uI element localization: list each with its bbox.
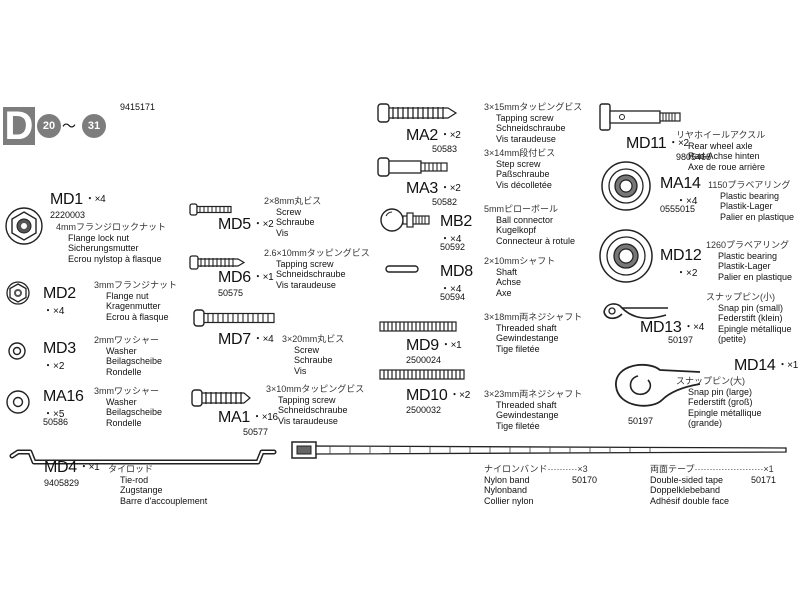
part-desc-md13: スナップピン(小) Snap pin (small) Federstift (k… — [706, 292, 792, 344]
part-desc-md6: 2.6×10mmタッピングビス Tapping screw Schneidsch… — [264, 248, 370, 290]
flange-lock-nut-icon — [5, 207, 43, 245]
part-number-md4: 9405829 — [44, 478, 80, 488]
part-qty-md3: ・×2 — [43, 361, 65, 372]
washer-small-icon — [8, 342, 26, 360]
part-qty-ma14: ・×4 — [676, 196, 698, 207]
part-desc-md1: 4mmフランジロックナット Flange lock nut Sicherungs… — [56, 222, 167, 264]
part-number-ma3: 50582 — [432, 197, 458, 207]
screw-2x8-icon — [189, 203, 232, 216]
part-number-ma16: 50586 — [43, 417, 69, 427]
part-desc-md12: 1260プラベアリング Plastic bearing Plastik-Lage… — [706, 240, 793, 282]
shaft-icon — [385, 265, 419, 273]
tapping-screw-3x10-icon — [191, 389, 251, 407]
part-code-ma14: MA14 — [660, 175, 701, 192]
step-from-badge: 20 — [37, 114, 61, 138]
part-desc-md5: 2×8mm丸ビス Screw Schraube Vis — [264, 196, 322, 238]
part-desc-md14: スナップピン(大) Snap pin (large) Federstift (g… — [676, 376, 762, 428]
part-number-md8: 50594 — [440, 292, 466, 302]
part-code-md3: MD3 — [43, 340, 76, 357]
part-desc-ma16: 3mmワッシャー Washer Beilagscheibe Rondelle — [94, 386, 163, 428]
part-desc-md11: リヤホイールアクスル Rear wheel axle Rad-Achse hin… — [676, 130, 766, 172]
part-code-md6: MD6・×1 — [218, 269, 274, 286]
part-number-ma14: 0555015 — [660, 204, 696, 214]
part-qty-md2: ・×4 — [43, 306, 65, 317]
part-code-md4: MD4・×1 — [44, 459, 100, 476]
part-number-ma2: 50583 — [432, 144, 458, 154]
part-desc-md2: 3mmフランジナット Flange nut Kragenmutter Ecrou… — [94, 280, 177, 322]
part-number-nylon-band: 50170 — [572, 475, 598, 485]
step-range-tilde: 〜 — [62, 118, 76, 134]
part-desc-md3: 2mmワッシャー Washer Beilagscheibe Rondelle — [94, 335, 163, 377]
part-desc-ma1: 3×10mmタッピングビス Tapping screw Schneidschra… — [266, 384, 365, 426]
part-code-md10: MD10・×2 — [406, 387, 470, 404]
part-qty-md12: ・×2 — [676, 268, 698, 279]
step-to-badge: 31 — [82, 114, 106, 138]
nylon-band-icon — [291, 441, 787, 459]
part-desc-mb2: 5mmピローボール Ball connector Kugelkopf Conne… — [484, 204, 576, 246]
part-code-md2: MD2 — [43, 285, 76, 302]
rear-wheel-axle-icon — [599, 103, 681, 131]
screw-3x20-icon — [193, 309, 275, 327]
part-desc-nylon-band: ナイロンバンド··········×3 Nylon band Nylonband… — [484, 464, 588, 506]
threaded-shaft-3x18-icon — [379, 321, 457, 332]
part-desc-md4: タイロッド Tie-rod Zugstange Barre d'accouple… — [108, 464, 208, 506]
part-number-md9: 2500024 — [406, 355, 442, 365]
snap-pin-small-icon — [603, 303, 668, 320]
part-desc-md10: 3×23mm両ネジシャフト Threaded shaft Gewindestan… — [484, 389, 583, 431]
part-number-md14: 50197 — [628, 416, 654, 426]
part-number-md11: 9805468 — [676, 152, 712, 162]
part-code-ma2: MA2・×2 — [406, 127, 461, 144]
part-number-md10: 2500032 — [406, 405, 442, 415]
part-code-md14: MD14・×1 — [734, 357, 798, 374]
part-code-mb2: MB2 — [440, 213, 472, 230]
part-desc-tape: 両面テープ·······················×1 Double-si… — [650, 464, 774, 506]
part-code-md11: MD11・×2 — [626, 135, 689, 152]
part-number-md13: 50197 — [668, 335, 694, 345]
part-code-ma1: MA1・×16 — [218, 409, 278, 426]
tapping-screw-3x15-icon — [377, 103, 458, 123]
washer-icon — [6, 390, 30, 414]
part-number-md6: 50575 — [218, 288, 244, 298]
tapping-screw-2-6x10-icon — [189, 255, 246, 270]
part-code-md7: MD7・×4 — [218, 331, 274, 348]
part-code-md1: MD1・×4 — [50, 191, 106, 208]
plastic-bearing-1150-icon — [601, 161, 651, 211]
flange-nut-icon — [6, 281, 30, 305]
part-number-mb2: 50592 — [440, 242, 466, 252]
part-code-md12: MD12 — [660, 247, 702, 264]
part-qty-ma16: ・×5 — [43, 409, 65, 420]
part-qty-mb2: ・×4 — [440, 234, 462, 245]
step-screw-icon — [377, 157, 448, 177]
part-number-tape: 50171 — [751, 475, 777, 485]
tie-rod-icon — [9, 449, 277, 465]
part-code-md8: MD8 — [440, 263, 473, 280]
part-code-md5: MD5・×2 — [218, 216, 274, 233]
part-desc-ma14: 1150プラベアリング Plastic bearing Plastik-Lage… — [708, 180, 795, 222]
part-desc-md8: 2×10mmシャフト Shaft Achse Axe — [484, 256, 556, 298]
part-code-ma3: MA3・×2 — [406, 180, 461, 197]
part-desc-ma2: 3×15mmタッピングビス Tapping screw Schneidschra… — [484, 102, 583, 144]
snap-pin-large-icon — [615, 363, 701, 407]
part-number-md1: 2220003 — [50, 210, 86, 220]
part-desc-ma3: 3×14mm段付ビス Step screw Paßschraube Vis dé… — [484, 148, 556, 190]
threaded-shaft-3x23-icon — [379, 369, 465, 380]
part-qty-md8: ・×4 — [440, 284, 462, 295]
plastic-bearing-1260-icon — [599, 229, 653, 283]
part-code-ma16: MA16 — [43, 388, 84, 405]
part-code-md13: MD13・×4 — [640, 319, 704, 336]
part-desc-md9: 3×18mm両ネジシャフト Threaded shaft Gewindestan… — [484, 312, 583, 354]
step-letter: D — [3, 104, 35, 148]
part-number-ma1: 50577 — [243, 427, 269, 437]
ball-connector-icon — [380, 208, 430, 232]
kit-number: 9415171 — [120, 102, 156, 112]
part-desc-md7: 3×20mm丸ビス Screw Schraube Vis — [282, 334, 345, 376]
part-code-md9: MD9・×1 — [406, 337, 462, 354]
